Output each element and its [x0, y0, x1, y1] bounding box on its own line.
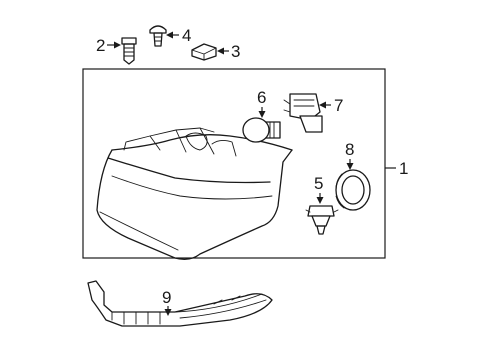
headlamp-housing	[96, 127, 293, 260]
leader-2	[107, 41, 121, 49]
part-2-bolt	[121, 37, 137, 65]
leader-9	[164, 306, 172, 316]
part-6-wedge-bulb	[242, 117, 281, 143]
part-8-seal-ring	[335, 169, 371, 211]
part-4-push-pin	[149, 25, 167, 47]
callout-6: 6	[257, 88, 266, 107]
leader-4	[166, 31, 179, 39]
callout-1: 1	[399, 159, 408, 178]
callout-2: 2	[96, 36, 105, 55]
callout-7: 7	[334, 96, 343, 115]
leader-8	[346, 159, 354, 170]
part-7-bulb-socket	[283, 93, 323, 133]
part-3-clip-nut	[191, 43, 217, 61]
leader-7	[319, 101, 331, 109]
part-5-halogen-bulb	[305, 205, 339, 235]
leader-6	[258, 107, 266, 118]
callout-4: 4	[182, 26, 191, 45]
callout-5: 5	[314, 174, 323, 193]
part-9-mounting-bracket	[87, 280, 273, 327]
callout-3: 3	[231, 42, 240, 61]
leader-3	[217, 47, 229, 55]
assembly-outline-box	[82, 68, 386, 259]
callout-8: 8	[345, 140, 354, 159]
leader-5	[316, 193, 324, 204]
callout-9: 9	[162, 288, 171, 307]
